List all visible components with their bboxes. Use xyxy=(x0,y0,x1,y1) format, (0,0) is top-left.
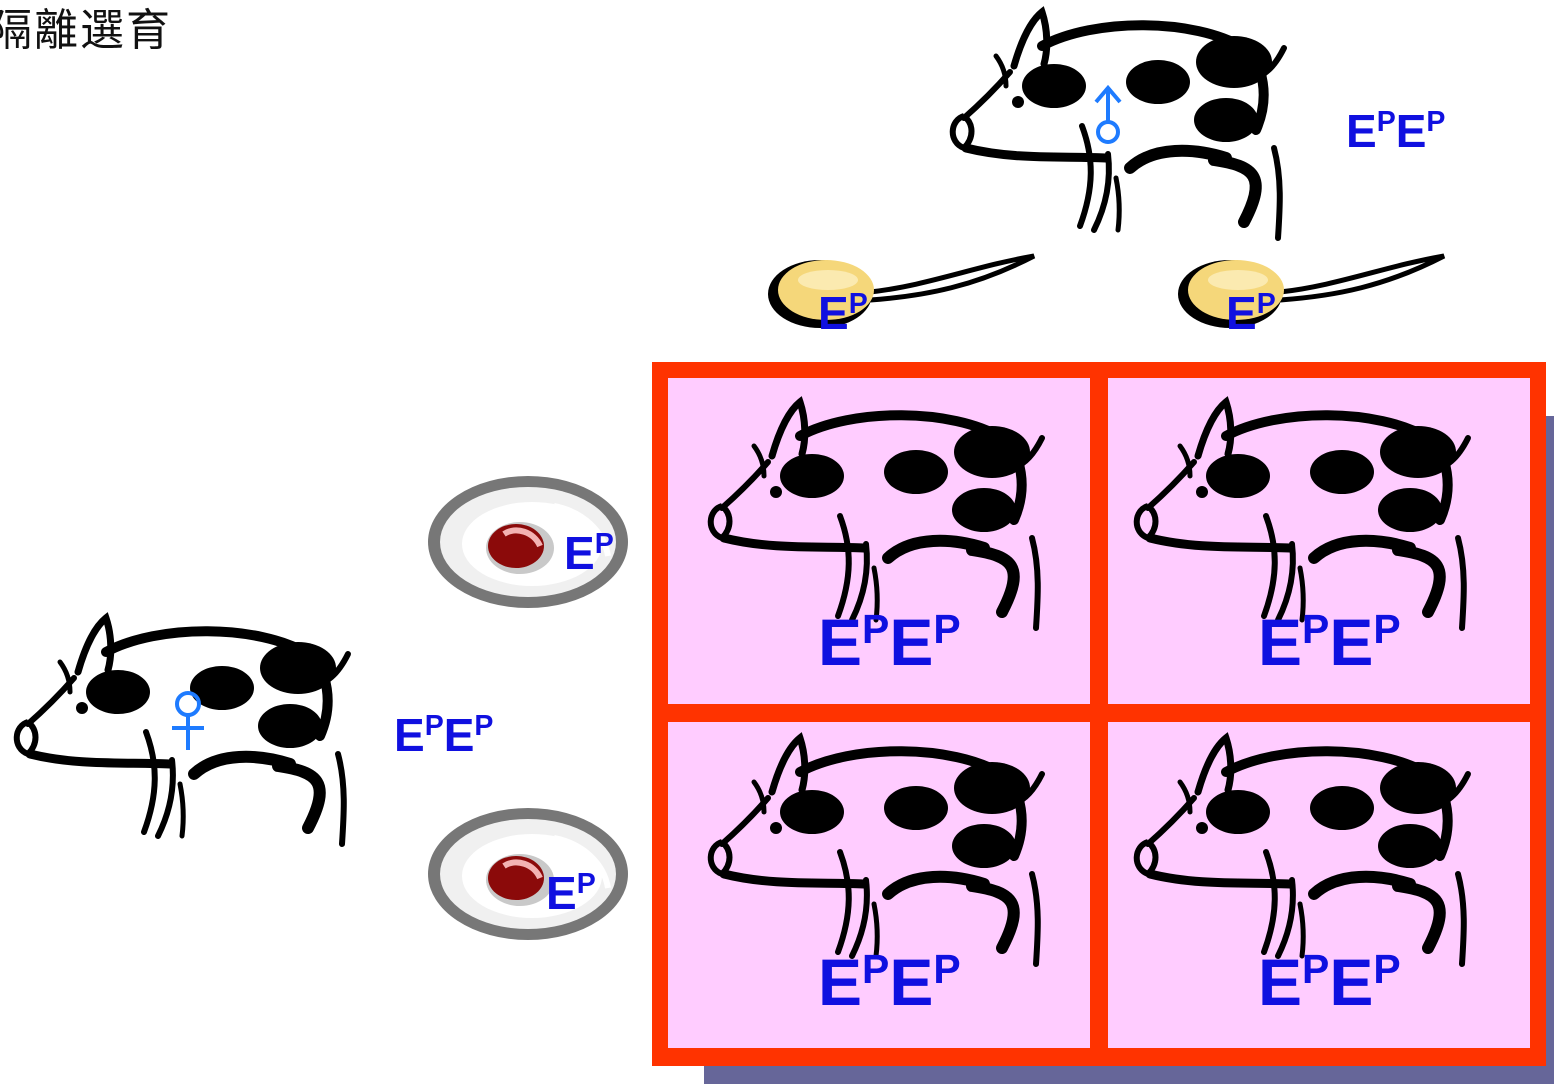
egg-2-allele: EP xyxy=(546,867,596,919)
offspring-pig-icon xyxy=(1128,734,1508,974)
offspring-pig-icon xyxy=(1128,398,1508,638)
offspring-pig-icon xyxy=(702,734,1082,974)
punnett-cell-1: EPEP xyxy=(668,378,1090,704)
egg-1-allele: EP xyxy=(564,527,614,579)
male-symbol-icon xyxy=(1094,84,1122,144)
female-genotype: EPEP xyxy=(394,709,494,761)
punnett-square: EPEP EPEP EPEP EPEP xyxy=(652,362,1546,1066)
punnett-cell-2: EPEP xyxy=(1108,378,1530,704)
offspring-pig-icon xyxy=(702,398,1082,638)
offspring-genotype: EPEP xyxy=(1258,945,1401,1019)
egg-2-icon xyxy=(424,808,636,944)
offspring-genotype: EPEP xyxy=(1258,605,1401,679)
page-title: 隔離選育 xyxy=(0,5,172,56)
sperm-1-allele: EP xyxy=(818,287,868,339)
offspring-genotype: EPEP xyxy=(818,605,961,679)
punnett-cell-3: EPEP xyxy=(668,722,1090,1048)
male-pig-icon xyxy=(944,8,1324,248)
sperm-2-allele: EP xyxy=(1226,287,1276,339)
punnett-cell-4: EPEP xyxy=(1108,722,1530,1048)
offspring-genotype: EPEP xyxy=(818,945,961,1019)
female-symbol-icon xyxy=(172,691,204,750)
male-genotype: EPEP xyxy=(1346,105,1446,157)
